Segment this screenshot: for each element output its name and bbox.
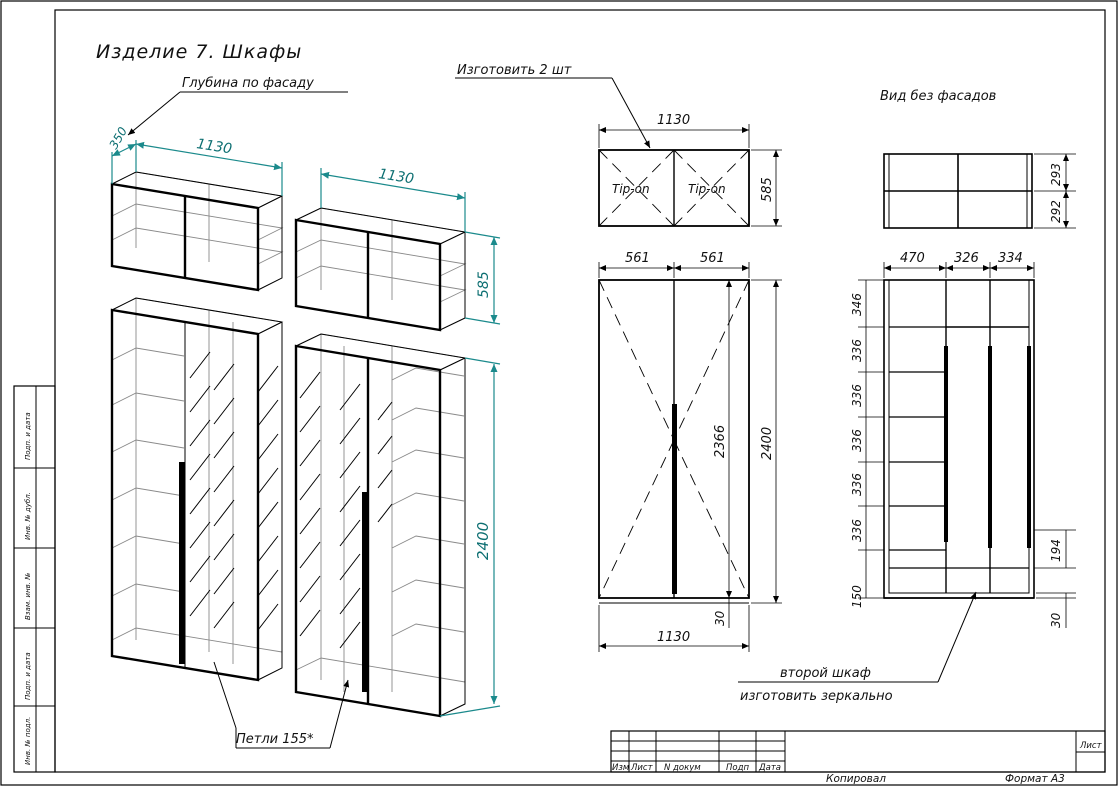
side-stamp: Инв. № подл. Подп. и дата Взам. инв. № И… (13, 385, 56, 773)
make-mirrored-label: изготовить зеркально (740, 689, 893, 704)
dim-shelf-3: 336 (850, 384, 864, 407)
dim-drawer: 194 (1049, 539, 1063, 562)
rod-right-icon (1027, 346, 1031, 548)
front-handle-icon (672, 404, 677, 594)
rod-mid-icon (988, 346, 992, 548)
dim-shelf-1: 346 (850, 293, 864, 316)
tip-on-right: Tip-on (688, 182, 726, 196)
front-view-upper: Изготовить 2 шт Tip-on Tip-on 1130 585 (455, 63, 782, 227)
tb-sheet: Лист (1079, 741, 1103, 751)
make-two-label: Изготовить 2 шт (457, 63, 572, 78)
tb-format: Формат А3 (1005, 773, 1065, 785)
dim-section-left: 470 (900, 251, 925, 266)
iso-tall-right-cabinet (294, 333, 467, 718)
no-facade-tall: 470 326 334 346 336 336 336 336 336 150 … (850, 251, 1076, 628)
dim-tall-width: 1130 (657, 630, 690, 645)
hinges-label: Петли 155* (236, 732, 314, 747)
stamp-podp-data-1: Подп. и дата (24, 652, 32, 700)
dim-section-mid: 326 (954, 251, 979, 266)
dim-width-upper-left: 1130 (195, 136, 233, 157)
depth-label: Глубина по фасаду (182, 76, 314, 91)
stamp-vzam: Взам. инв. № (24, 572, 32, 620)
dim-shelf-5: 336 (850, 473, 864, 496)
dim-bottom-gap: 150 (850, 585, 864, 608)
dim-upper-width: 1130 (657, 113, 690, 128)
dim-shelf-bottom: 292 (1049, 200, 1063, 223)
dim-depth-350: 350 (106, 124, 130, 151)
dim-door-left: 561 (625, 251, 650, 266)
no-facade-upper: Вид без фасадов 293 292 (880, 89, 1076, 229)
tb-copied: Копировал (826, 773, 886, 785)
dim-shelf-4: 336 (850, 429, 864, 452)
dim-door-right: 561 (700, 251, 725, 266)
dim-tall-plinth: 30 (1049, 612, 1063, 628)
iso-upper-right-cabinet (294, 207, 467, 332)
title-block: Изм Лист N докум Подп Дата Лист Копирова… (610, 730, 1106, 785)
rod-left-icon (944, 346, 948, 542)
second-cabinet-label: второй шкаф (780, 666, 871, 681)
dim-shelf-2: 336 (850, 339, 864, 362)
handle-left-icon (179, 462, 185, 664)
stamp-podp-data-2: Подп. и дата (24, 412, 32, 460)
tb-col-ndokum: N докум (664, 763, 701, 773)
dim-tall-height: 2400 (760, 427, 775, 460)
stamp-inv-podl: Инв. № подл. (24, 717, 32, 765)
dim-width-upper-right: 1130 (377, 166, 415, 187)
stamp-dubl: Инв. № дубл. (24, 492, 32, 540)
drawing-title: Изделие 7. Шкафы (96, 41, 302, 63)
handle-right-icon (362, 492, 368, 692)
front-view-tall: 561 561 2366 2400 30 1130 (598, 251, 782, 652)
tb-col-podp: Подп (726, 763, 749, 773)
dim-shelf-top: 293 (1049, 163, 1063, 186)
dim-height-tall: 2400 (474, 522, 492, 560)
dim-front-plinth: 30 (713, 610, 727, 626)
mirror-note: второй шкаф изготовить зеркально (738, 591, 977, 704)
dim-section-right: 334 (998, 251, 1023, 266)
tb-col-izm: Изм (612, 763, 630, 773)
tb-col-list: Лист (630, 763, 654, 773)
iso-dimensions: 350 1130 1130 585 2400 (106, 124, 501, 717)
iso-tall-left-cabinet (110, 297, 284, 682)
view-no-facades-label: Вид без фасадов (880, 89, 996, 104)
hinges-note: Петли 155* (213, 661, 350, 749)
dim-height-upper: 585 (476, 271, 492, 298)
tb-col-data: Дата (758, 763, 781, 773)
dim-shelf-6: 336 (850, 519, 864, 542)
tip-on-left: Tip-on (612, 182, 650, 196)
iso-upper-left-cabinet (110, 171, 284, 292)
dim-inner-height: 2366 (713, 425, 728, 458)
dim-upper-height: 585 (760, 177, 775, 202)
